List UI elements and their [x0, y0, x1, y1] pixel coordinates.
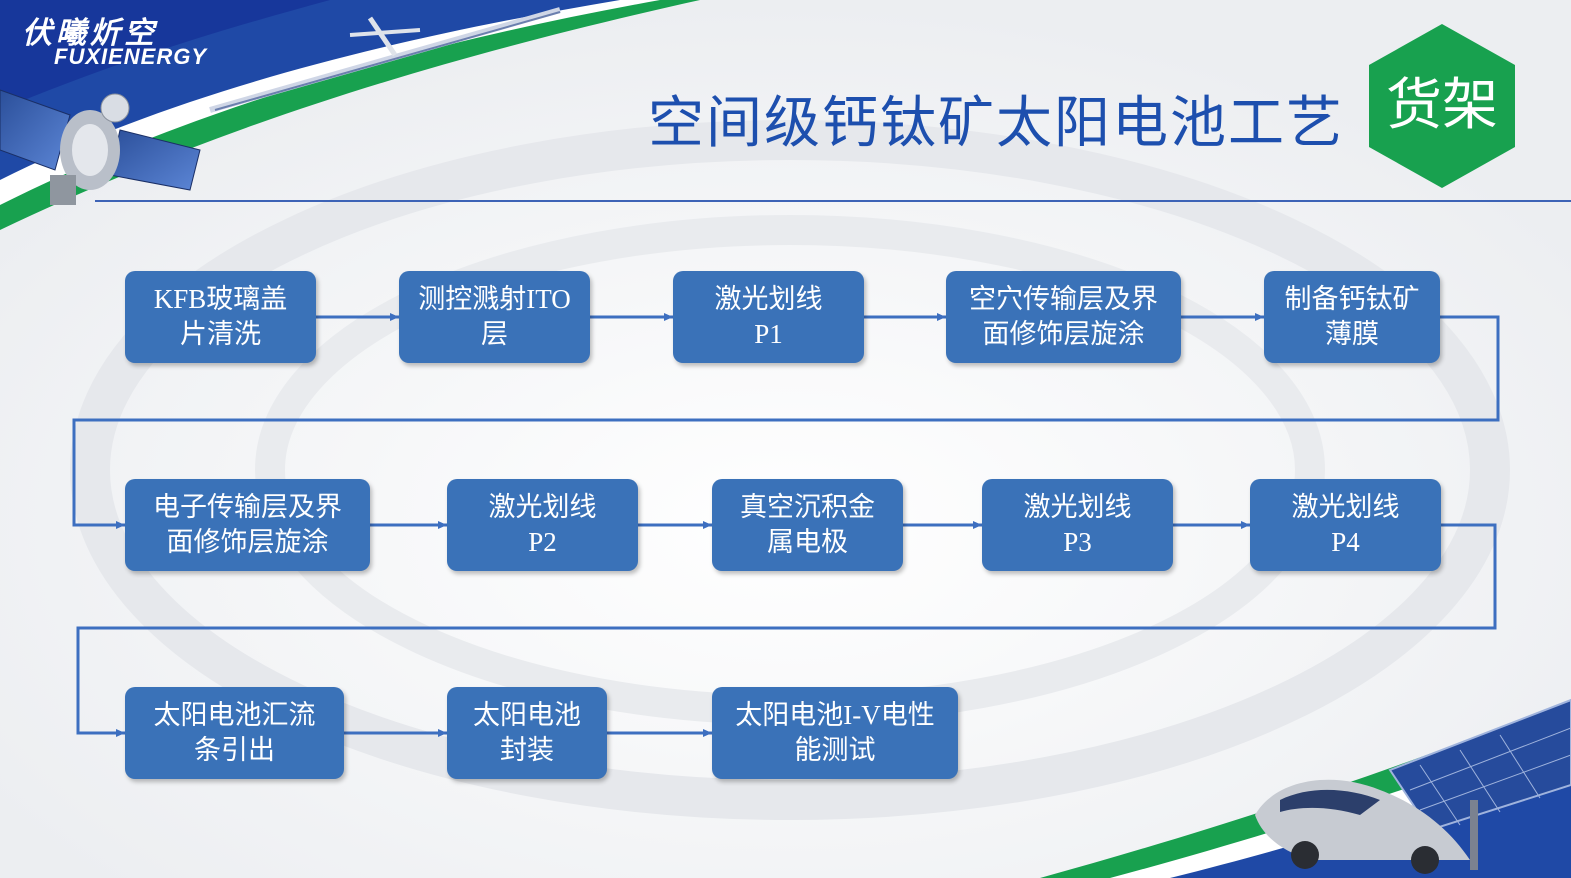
process-step-4-line-2: 面修饰层旋涂: [982, 319, 1145, 349]
title-divider: [95, 200, 1571, 202]
process-step-11-line-1: 太阳电池汇流: [153, 700, 316, 730]
process-step-6-line-2: 面修饰层旋涂: [166, 527, 329, 557]
process-step-5-line-2: 薄膜: [1325, 319, 1379, 349]
process-step-1-line-1: KFB玻璃盖: [153, 284, 288, 314]
process-step-1-line-2: 片清洗: [180, 319, 261, 349]
process-step-8-line-1: 真空沉积金: [740, 492, 875, 522]
process-step-4: 空穴传输层及界面修饰层旋涂: [946, 271, 1181, 363]
process-step-7: 激光划线 P2: [447, 479, 638, 571]
process-step-3-line-1: 激光划线: [714, 284, 823, 314]
process-step-1: KFB玻璃盖片清洗: [125, 271, 316, 363]
process-step-2: 测控溅射ITO 层: [399, 271, 590, 363]
process-step-2-line-1: 测控溅射ITO: [418, 284, 571, 314]
process-step-7-line-1: 激光划线: [488, 492, 597, 522]
shelf-badge-label: 货架: [1386, 73, 1498, 138]
brand-logo-english: FUXIENERGY: [54, 44, 208, 69]
solar-car-illustration: [1255, 779, 1470, 874]
process-step-13-line-1: 太阳电池I-V电性: [735, 700, 935, 730]
process-step-2-line-2: 层: [481, 319, 508, 349]
process-step-5-line-1: 制备钙钛矿: [1284, 284, 1420, 314]
process-step-9-line-1: 激光划线: [1023, 492, 1132, 522]
process-step-8: 真空沉积金属电极: [712, 479, 903, 571]
brand-logo-chinese: 伏曦炘空: [22, 16, 158, 51]
process-step-12-line-1: 太阳电池: [473, 700, 581, 730]
process-step-11-line-2: 条引出: [194, 735, 275, 765]
process-step-3-line-2: P1: [754, 319, 783, 349]
connector-wrap-5-to-6: [72, 315, 1500, 529]
process-step-7-line-2: P2: [528, 527, 557, 557]
process-step-12-line-2: 封装: [500, 735, 554, 765]
connector-wrap-10-to-11: [76, 523, 1497, 737]
process-step-6: 电子传输层及界面修饰层旋涂: [125, 479, 370, 571]
solar-plane-illustration: [209, 7, 561, 113]
shelf-badge: 货架: [1369, 24, 1515, 188]
process-step-13: 太阳电池I-V电性能测试: [712, 687, 958, 779]
process-step-4-line-1: 空穴传输层及界: [969, 284, 1158, 314]
process-step-13-line-2: 能测试: [794, 735, 876, 765]
process-step-5: 制备钙钛矿薄膜: [1264, 271, 1440, 363]
process-step-6-line-1: 电子传输层及界: [153, 492, 342, 522]
process-step-10-line-1: 激光划线: [1291, 492, 1400, 522]
process-step-8-line-2: 属电极: [767, 527, 848, 557]
process-step-9: 激光划线 P3: [982, 479, 1173, 571]
process-step-11: 太阳电池汇流条引出: [125, 687, 344, 779]
process-step-9-line-2: P3: [1063, 527, 1092, 557]
process-step-3: 激光划线 P1: [673, 271, 864, 363]
satellite-illustration: [0, 89, 201, 205]
process-step-10: 激光划线 P4: [1250, 479, 1441, 571]
process-step-10-line-2: P4: [1331, 527, 1360, 557]
page-title: 空间级钙钛矿太阳电池工艺: [648, 91, 1344, 156]
process-step-12: 太阳电池封装: [447, 687, 607, 779]
